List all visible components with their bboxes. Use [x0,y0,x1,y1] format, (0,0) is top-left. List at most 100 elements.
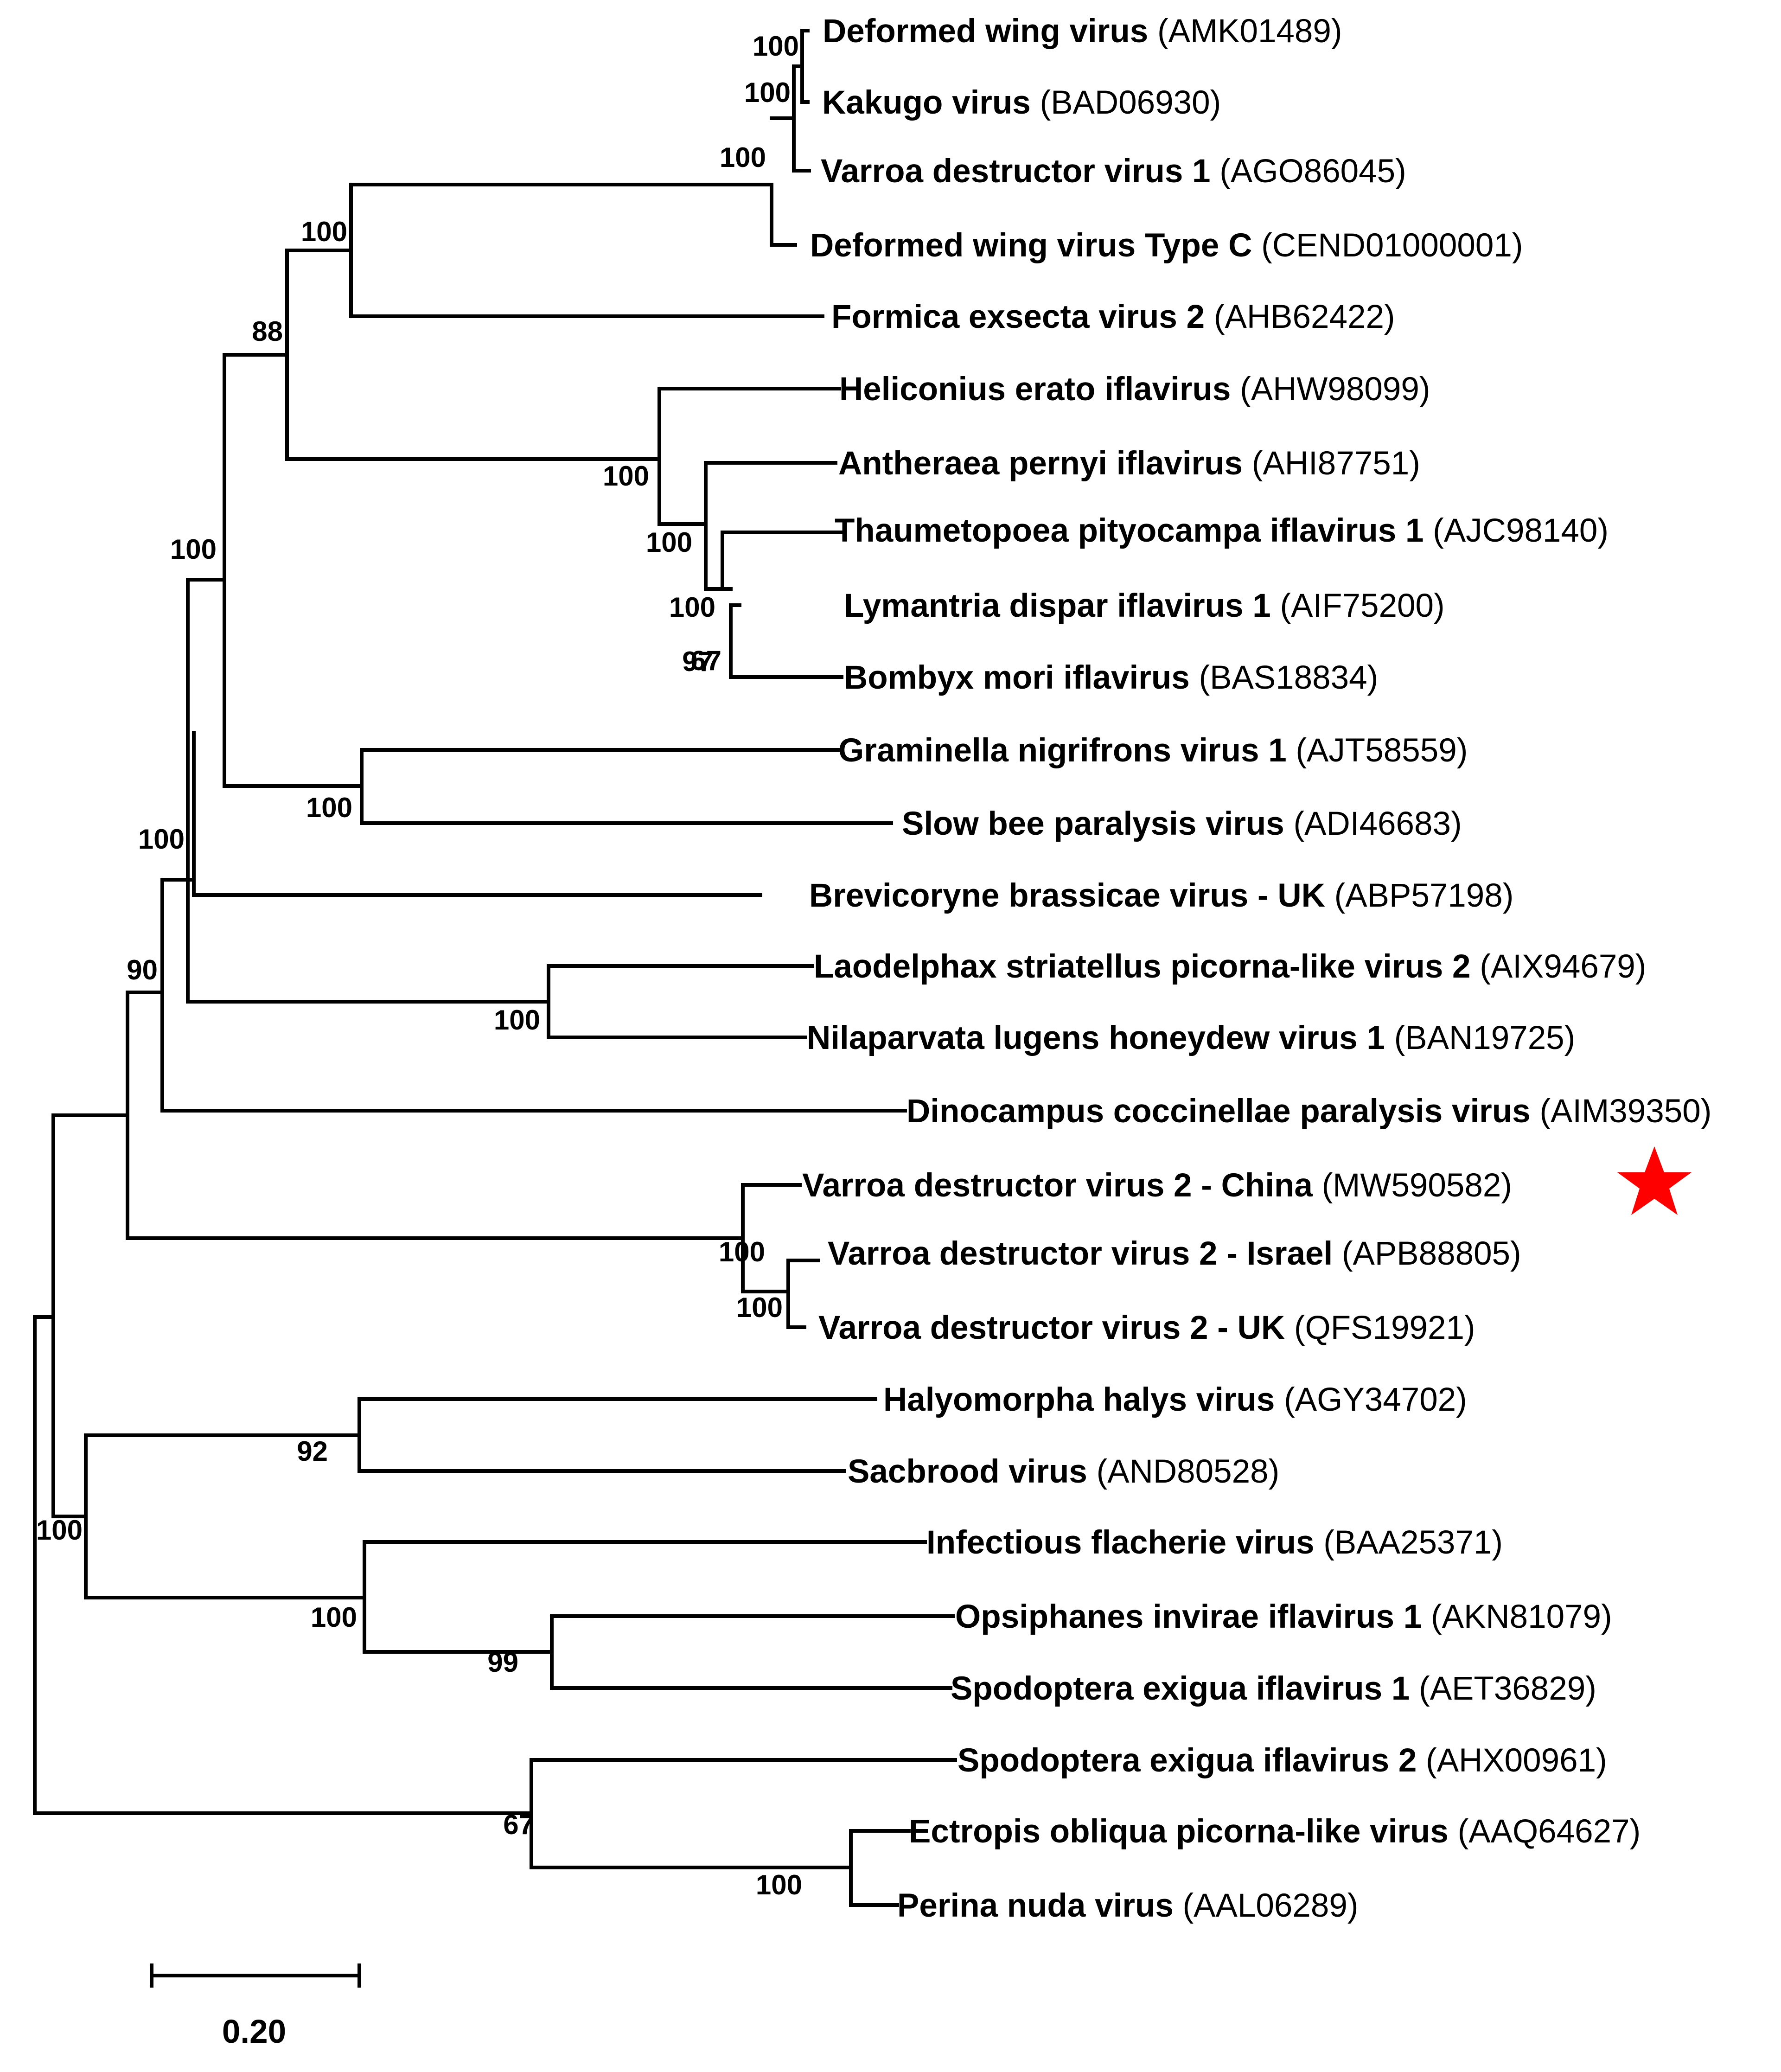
bootstrap-value: 100 [138,824,185,855]
taxon-accession: (AND80528) [1087,1453,1279,1490]
taxon-label: Bombyx mori iflavirus (BAS18834) [844,659,1378,696]
taxon-label: Laodelphax striatellus picorna-like viru… [814,948,1646,985]
bootstrap-value: 92 [297,1436,328,1467]
taxon-accession: (BAN19725) [1385,1020,1575,1056]
taxon-name: Opsiphanes invirae iflavirus 1 [955,1599,1422,1635]
bootstrap-value: 67 [503,1809,534,1840]
taxon-name: Sacbrood virus [848,1453,1087,1490]
bootstrap-value: 100 [744,77,791,108]
taxon-name: Kakugo virus [822,84,1031,121]
taxon-accession: (AHB62422) [1205,299,1395,335]
taxon-accession: (BAS18834) [1190,659,1379,696]
branch [721,531,846,591]
taxon-name: Slow bee paralysis virus [902,806,1284,842]
taxon-label: Kakugo virus (BAD06930) [822,84,1221,121]
bootstrap-values: 1001001001001001001009767100886710092991… [36,31,802,1900]
taxon-name: Thaumetopoea pityocampa iflavirus 1 [835,512,1424,549]
taxon-accession: (ABP57198) [1325,877,1514,914]
taxon-name: Varroa destructor virus 2 - China [802,1167,1313,1204]
taxon-name: Spodoptera exigua iflavirus 2 [958,1742,1417,1779]
taxa-labels: Deformed wing virus (AMK01489) Kakugo vir… [802,13,1711,1924]
taxon-name: Formica exsecta virus 2 [831,299,1205,335]
branch [363,1540,927,1654]
taxon-accession: (AIM39350) [1531,1093,1712,1130]
taxon-label: Nilaparvata lugens honeydew virus 1 (BAN… [807,1020,1575,1056]
taxon-name: Antheraea pernyi iflavirus [838,445,1243,482]
star-icon [1617,1146,1692,1215]
branch [729,603,843,679]
taxon-name: Infectious flacherie virus [926,1524,1315,1561]
taxon-label: Thaumetopoea pityocampa iflavirus 1 (AJC… [835,512,1609,549]
taxon-name: Varroa destructor virus 1 [821,153,1211,190]
bootstrap-value: 100 [306,792,352,823]
scale-bar-label: 0.20 [222,2014,286,2050]
branch [51,1315,88,1518]
branch [192,731,762,897]
taxon-name: Bombyx mori iflavirus [844,659,1190,696]
taxon-label: Perina nuda virus (AAL06289) [897,1887,1358,1924]
taxon-accession: (AHX00961) [1417,1742,1607,1779]
taxon-accession: (QFS19921) [1285,1310,1475,1346]
taxon-name: Halyomorpha halys virus [883,1381,1275,1418]
taxon-name: Varroa destructor virus 2 - Israel [828,1235,1333,1272]
taxon-name: Ectropis obliqua picorna-like virus [909,1813,1449,1850]
taxon-label: Deformed wing virus Type C (CEND01000001… [810,227,1523,264]
branch [51,1113,129,1319]
branch [547,964,814,1039]
bootstrap-value: 97 [682,646,713,677]
taxon-label: Opsiphanes invirae iflavirus 1 (AKN81079… [955,1599,1612,1635]
taxon-name: Brevicoryne brassicae virus - UK [809,877,1325,914]
taxon-accession: (AAL06289) [1174,1887,1359,1924]
branch [126,991,745,1240]
taxon-accession: (AKN81079) [1422,1599,1612,1635]
branch [550,1614,955,1690]
taxon-accession: (AHW98099) [1231,371,1430,408]
taxon-name: Lymantria dispar iflavirus 1 [844,588,1271,624]
taxon-label: Varroa destructor virus 1 (AGO86045) [821,153,1406,190]
highlight-marker [1617,1146,1692,1215]
branch [770,116,797,247]
bootstrap-value: 67 [690,645,721,676]
taxon-label: Spodoptera exigua iflavirus 1 (AET36829) [951,1670,1596,1707]
branch [530,1758,957,1869]
taxon-name: Deformed wing virus [823,13,1148,50]
taxon-label: Deformed wing virus (AMK01489) [823,13,1342,50]
taxon-name: Nilaparvata lugens honeydew virus 1 [807,1020,1385,1056]
taxon-label: Brevicoryne brassicae virus - UK (ABP571… [809,877,1513,914]
branch [223,353,364,788]
bootstrap-value: 100 [756,1869,802,1900]
tree-branches [33,29,957,1907]
taxon-label: Antheraea pernyi iflavirus (AHI87751) [838,445,1420,482]
branch [186,578,550,1004]
scale-bar: 0.20 [150,1963,361,2050]
taxon-accession: (AGY34702) [1275,1381,1467,1418]
bootstrap-value: 100 [311,1602,357,1633]
bootstrap-value: 90 [127,954,158,985]
taxon-accession: (APB88805) [1333,1235,1521,1272]
taxon-accession: (AJT58559) [1287,732,1468,769]
bootstrap-value: 100 [301,216,347,247]
bootstrap-value: 100 [753,31,799,62]
bootstrap-value: 100 [669,592,715,623]
taxon-label: Dinocampus coccinellae paralysis virus (… [906,1093,1711,1130]
taxon-label: Heliconius erato iflavirus (AHW98099) [839,371,1430,408]
bootstrap-value: 100 [170,534,217,565]
bootstrap-value: 100 [719,1236,765,1267]
taxon-accession: (AAQ64627) [1449,1813,1641,1850]
taxon-label: Sacbrood virus (AND80528) [848,1453,1279,1490]
taxon-name: Graminella nigrifrons virus 1 [838,732,1287,769]
taxon-name: Perina nuda virus [897,1887,1174,1924]
bootstrap-value: 100 [494,1004,540,1036]
taxon-label: Infectious flacherie virus (BAA25371) [926,1524,1503,1561]
taxon-label: Graminella nigrifrons virus 1 (AJT58559) [838,732,1468,769]
taxon-label: Ectropis obliqua picorna-like virus (AAQ… [909,1813,1641,1850]
taxon-label: Varroa destructor virus 2 - Israel (APB8… [828,1235,1521,1272]
taxon-name: Spodoptera exigua iflavirus 1 [951,1670,1410,1707]
branch [160,878,907,1113]
taxon-label: Varroa destructor virus 2 - UK (QFS19921… [818,1310,1475,1346]
taxon-name: Varroa destructor virus 2 - UK [818,1310,1285,1346]
branch [658,387,841,526]
taxon-label: Lymantria dispar iflavirus 1 (AIF75200) [844,588,1445,624]
taxon-name: Dinocampus coccinellae paralysis virus [906,1093,1531,1130]
